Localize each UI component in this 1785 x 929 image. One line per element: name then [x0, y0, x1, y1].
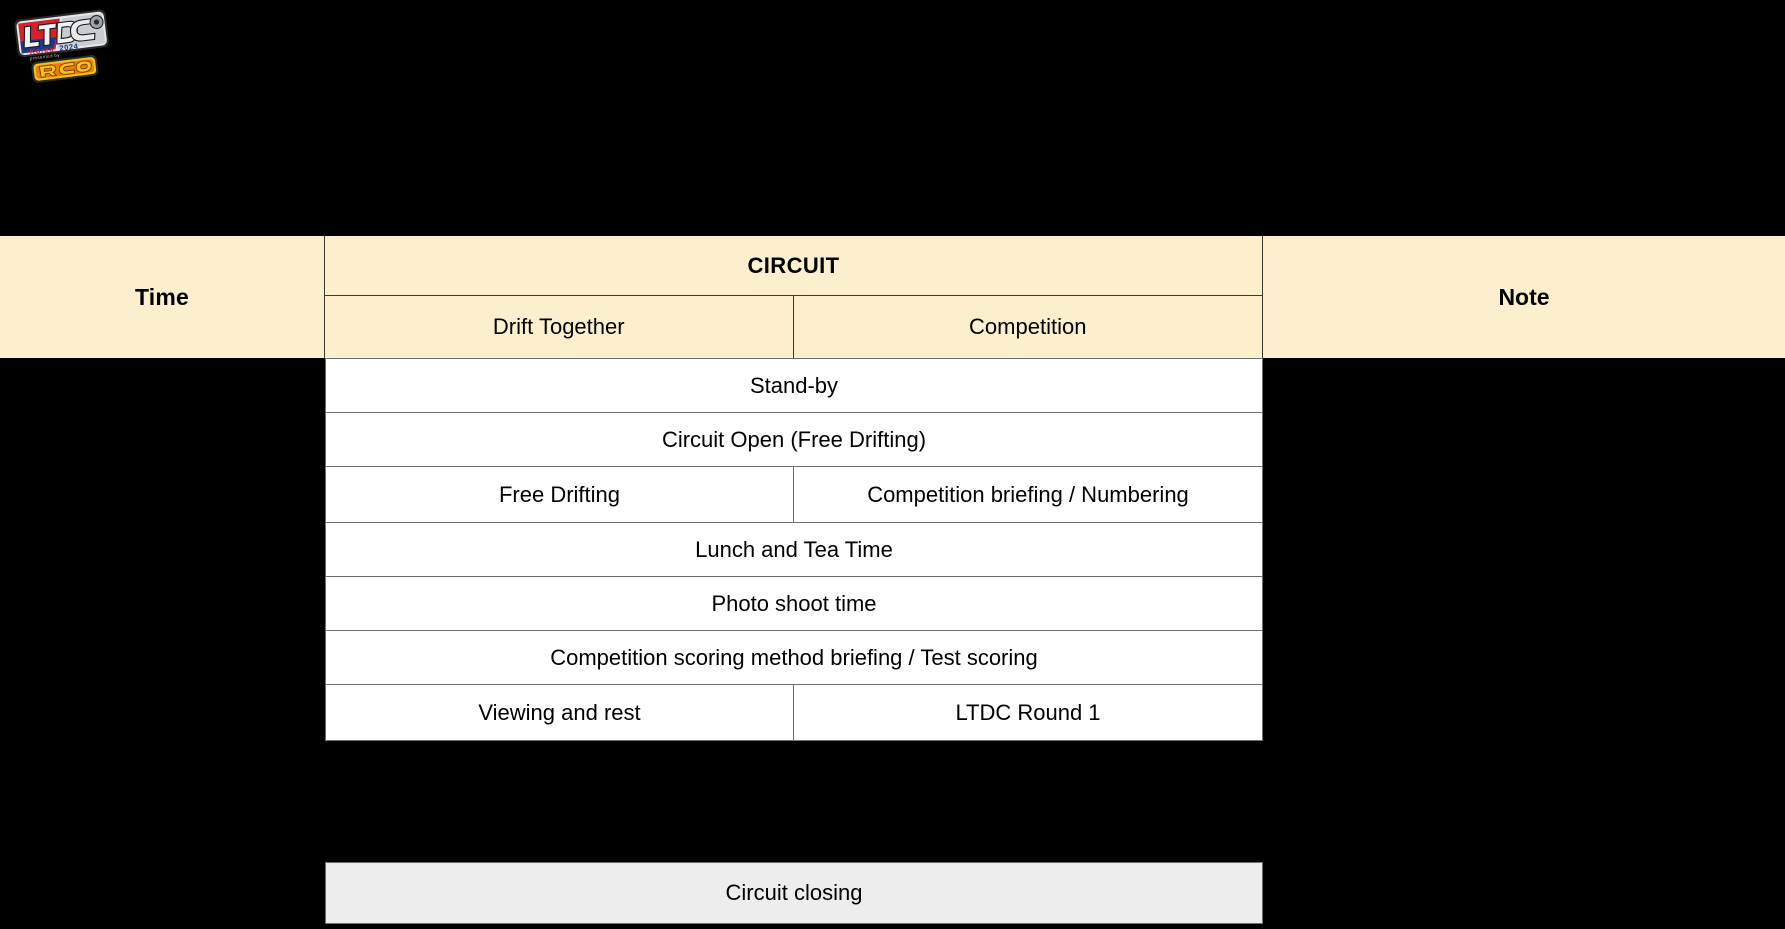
header-circuit-subrow: Drift Together Competition — [325, 296, 1262, 358]
header-time-label: Time — [134, 283, 190, 310]
closing-row-label: Circuit closing — [725, 880, 863, 905]
table-row: Lunch and Tea Time — [325, 523, 1263, 577]
schedule-cell-competition: LTDC Round 1 — [955, 699, 1101, 725]
schedule-cell-merged: Photo shoot time — [711, 590, 877, 616]
table-row: Stand-by — [325, 358, 1263, 413]
closing-row: Circuit closing — [325, 862, 1263, 924]
header-sub-competition: Competition — [969, 314, 1087, 339]
svg-text:presented by: presented by — [30, 52, 61, 61]
table-header: Time CIRCUIT Drift Together Competition … — [0, 236, 1785, 358]
svg-text:2024: 2024 — [59, 41, 79, 52]
svg-text:Korea: Korea — [29, 44, 54, 56]
schedule-cell-merged: Competition scoring method briefing / Te… — [550, 644, 1038, 670]
schedule-cell-drift-together: Viewing and rest — [326, 685, 794, 740]
header-circuit-label: CIRCUIT — [325, 236, 1262, 296]
header-sub-drift-together: Drift Together — [325, 296, 794, 358]
table-row: Viewing and rest LTDC Round 1 — [325, 685, 1263, 741]
header-note-label: Note — [1498, 283, 1550, 310]
table-row: Photo shoot time — [325, 577, 1263, 631]
event-logo: Korea 2024 presented by — [6, 6, 124, 84]
ltdc-rco-logo-icon: Korea 2024 presented by — [14, 9, 109, 83]
schedule-cell-competition: Competition briefing / Numbering — [867, 481, 1189, 507]
table-row: Circuit Open (Free Drifting) — [325, 413, 1263, 467]
schedule-cell-drift-together: Free Drifting — [326, 467, 794, 522]
schedule-cell-merged: Circuit Open (Free Drifting) — [661, 426, 927, 452]
schedule-cell-merged: Stand-by — [749, 372, 839, 398]
table-row: Competition scoring method briefing / Te… — [325, 631, 1263, 685]
table-row: Free Drifting Competition briefing / Numb… — [325, 467, 1263, 523]
header-col-circuit: CIRCUIT Drift Together Competition — [325, 236, 1263, 358]
schedule-cell-merged: Lunch and Tea Time — [695, 536, 893, 562]
header-col-time: Time — [0, 236, 325, 358]
header-col-note: Note — [1263, 236, 1785, 358]
